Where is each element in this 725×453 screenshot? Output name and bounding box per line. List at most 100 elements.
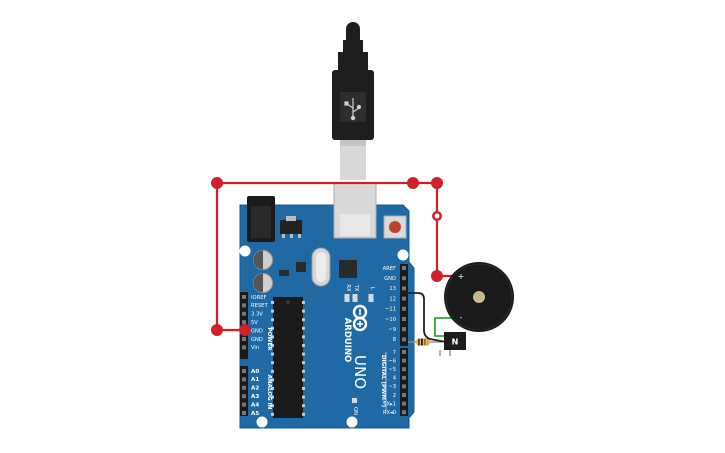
analog-pin-label: A1 <box>251 377 259 383</box>
digital-pin-hole[interactable] <box>402 286 406 291</box>
analog-pin-label: A5 <box>251 411 259 417</box>
wire-black[interactable] <box>404 292 447 343</box>
status-led <box>344 294 350 302</box>
status-led <box>368 294 374 302</box>
digital-pin-hole[interactable] <box>402 384 406 389</box>
mounting-hole <box>256 416 268 428</box>
digital-pin-hole[interactable] <box>402 337 406 342</box>
wire-node <box>239 324 251 336</box>
capacitor <box>253 250 273 270</box>
analog-pin-label: A3 <box>251 394 259 400</box>
digital-pin-label: 2 <box>393 393 396 399</box>
buzzer-center <box>473 291 485 303</box>
mounting-hole <box>397 249 409 261</box>
digital-pin-label: ~9 <box>388 327 396 333</box>
dc-power-jack <box>247 196 275 242</box>
wire-node <box>431 270 443 282</box>
digital-pin-hole[interactable] <box>402 306 406 311</box>
digital-pin-hole[interactable] <box>402 276 406 281</box>
digital-pin-label: 7 <box>393 350 396 356</box>
capacitor <box>253 273 273 293</box>
power-pin-label: 5V <box>251 320 258 326</box>
digital-pin-label: AREF <box>383 266 396 272</box>
digital-pin-hole[interactable] <box>402 375 406 380</box>
power-led <box>352 398 357 403</box>
power-pin-hole[interactable] <box>242 295 246 299</box>
digital-pin-hole[interactable] <box>402 327 406 332</box>
power-pin-hole[interactable] <box>242 345 246 350</box>
digital-pin-hole[interactable] <box>402 350 406 354</box>
digital-pin-hole[interactable] <box>402 317 406 321</box>
reset-button[interactable] <box>383 215 407 239</box>
usb-interface-chip <box>339 260 357 278</box>
digital-pin-label: ~6 <box>388 358 396 364</box>
mounting-hole <box>239 245 251 257</box>
digital-pin-hole[interactable] <box>402 393 406 397</box>
board-model-label: UNO <box>351 355 369 389</box>
analog-pin-hole[interactable] <box>242 402 246 407</box>
analog-header <box>240 366 248 416</box>
power-pin-label: 3.3V <box>251 312 263 318</box>
status-led <box>352 294 358 302</box>
wire-node <box>431 177 443 189</box>
usb-cable[interactable] <box>332 22 374 180</box>
digital-pin-label: 12 <box>389 296 396 302</box>
digital-pin-label: GND <box>384 276 396 282</box>
microcontroller-pins <box>271 301 305 416</box>
digital-pin-hole[interactable] <box>402 296 406 301</box>
power-led-label: ON <box>352 407 358 415</box>
wire-endpoints[interactable] <box>211 177 443 336</box>
analog-pin-hole[interactable] <box>242 385 246 390</box>
status-led-label: L <box>369 287 375 290</box>
power-pin-label: RESET <box>251 303 268 309</box>
board-brand-label: ARDUINO <box>342 318 352 363</box>
power-pin-label: Vin <box>251 345 259 351</box>
npn-transistor[interactable]: N <box>439 332 466 356</box>
digital-pin-hole[interactable] <box>402 410 406 415</box>
digital-pin-label: RX◂0 <box>383 410 396 416</box>
digital-pin-hole[interactable] <box>402 401 406 406</box>
analog-pin-hole[interactable] <box>242 394 246 399</box>
analog-pin-hole[interactable] <box>242 369 246 373</box>
power-pin-hole[interactable] <box>242 320 246 325</box>
digital-pin-label: ~5 <box>388 367 396 373</box>
digital-pin-label: ~3 <box>388 384 396 390</box>
power-pin-label: GND <box>251 337 263 343</box>
buzzer-minus-label: - <box>460 313 463 322</box>
crystal-oscillator <box>311 247 331 287</box>
arduino-uno-board[interactable]: IOREF RESET 3.3V 5V GND GND Vin POWER A0A1A2A3… <box>239 182 415 429</box>
status-led-label: TX <box>353 284 359 292</box>
power-pin-label: IOREF <box>251 295 266 301</box>
digital-pin-label: 4 <box>393 376 397 382</box>
digital-header <box>400 264 408 416</box>
power-pin-label: GND <box>251 328 263 334</box>
wire-green[interactable] <box>434 317 463 337</box>
power-pin-hole[interactable] <box>242 303 246 308</box>
buzzer-plus-label: + <box>458 272 465 281</box>
resistor[interactable] <box>408 338 442 346</box>
analog-pin-hole[interactable] <box>242 377 246 382</box>
digital-pin-label: TX▸1 <box>382 401 396 407</box>
digital-pin-hole[interactable] <box>402 266 406 270</box>
piezo-buzzer[interactable]: + - <box>444 262 514 332</box>
power-pin-hole[interactable] <box>242 311 246 316</box>
analog-header-title: ANALOG IN <box>266 375 272 410</box>
power-pin-hole[interactable] <box>242 337 246 341</box>
digital-pin-label: 8 <box>393 337 396 343</box>
digital-pin-label: ~11 <box>385 307 396 313</box>
usb-icon <box>344 98 362 121</box>
voltage-regulator <box>280 216 302 238</box>
digital-pin-hole[interactable] <box>402 367 406 372</box>
analog-pin-label: A0 <box>251 369 259 375</box>
mounting-hole <box>346 416 358 428</box>
wire-node <box>211 324 223 336</box>
analog-pin-hole[interactable] <box>242 411 246 415</box>
wire-node <box>407 177 419 189</box>
digital-pin-hole[interactable] <box>402 358 406 363</box>
analog-pin-label: A2 <box>251 386 259 392</box>
digital-pin-label: 13 <box>389 286 396 292</box>
arduino-logo <box>352 304 368 332</box>
power-header-title: POWER <box>266 327 272 351</box>
